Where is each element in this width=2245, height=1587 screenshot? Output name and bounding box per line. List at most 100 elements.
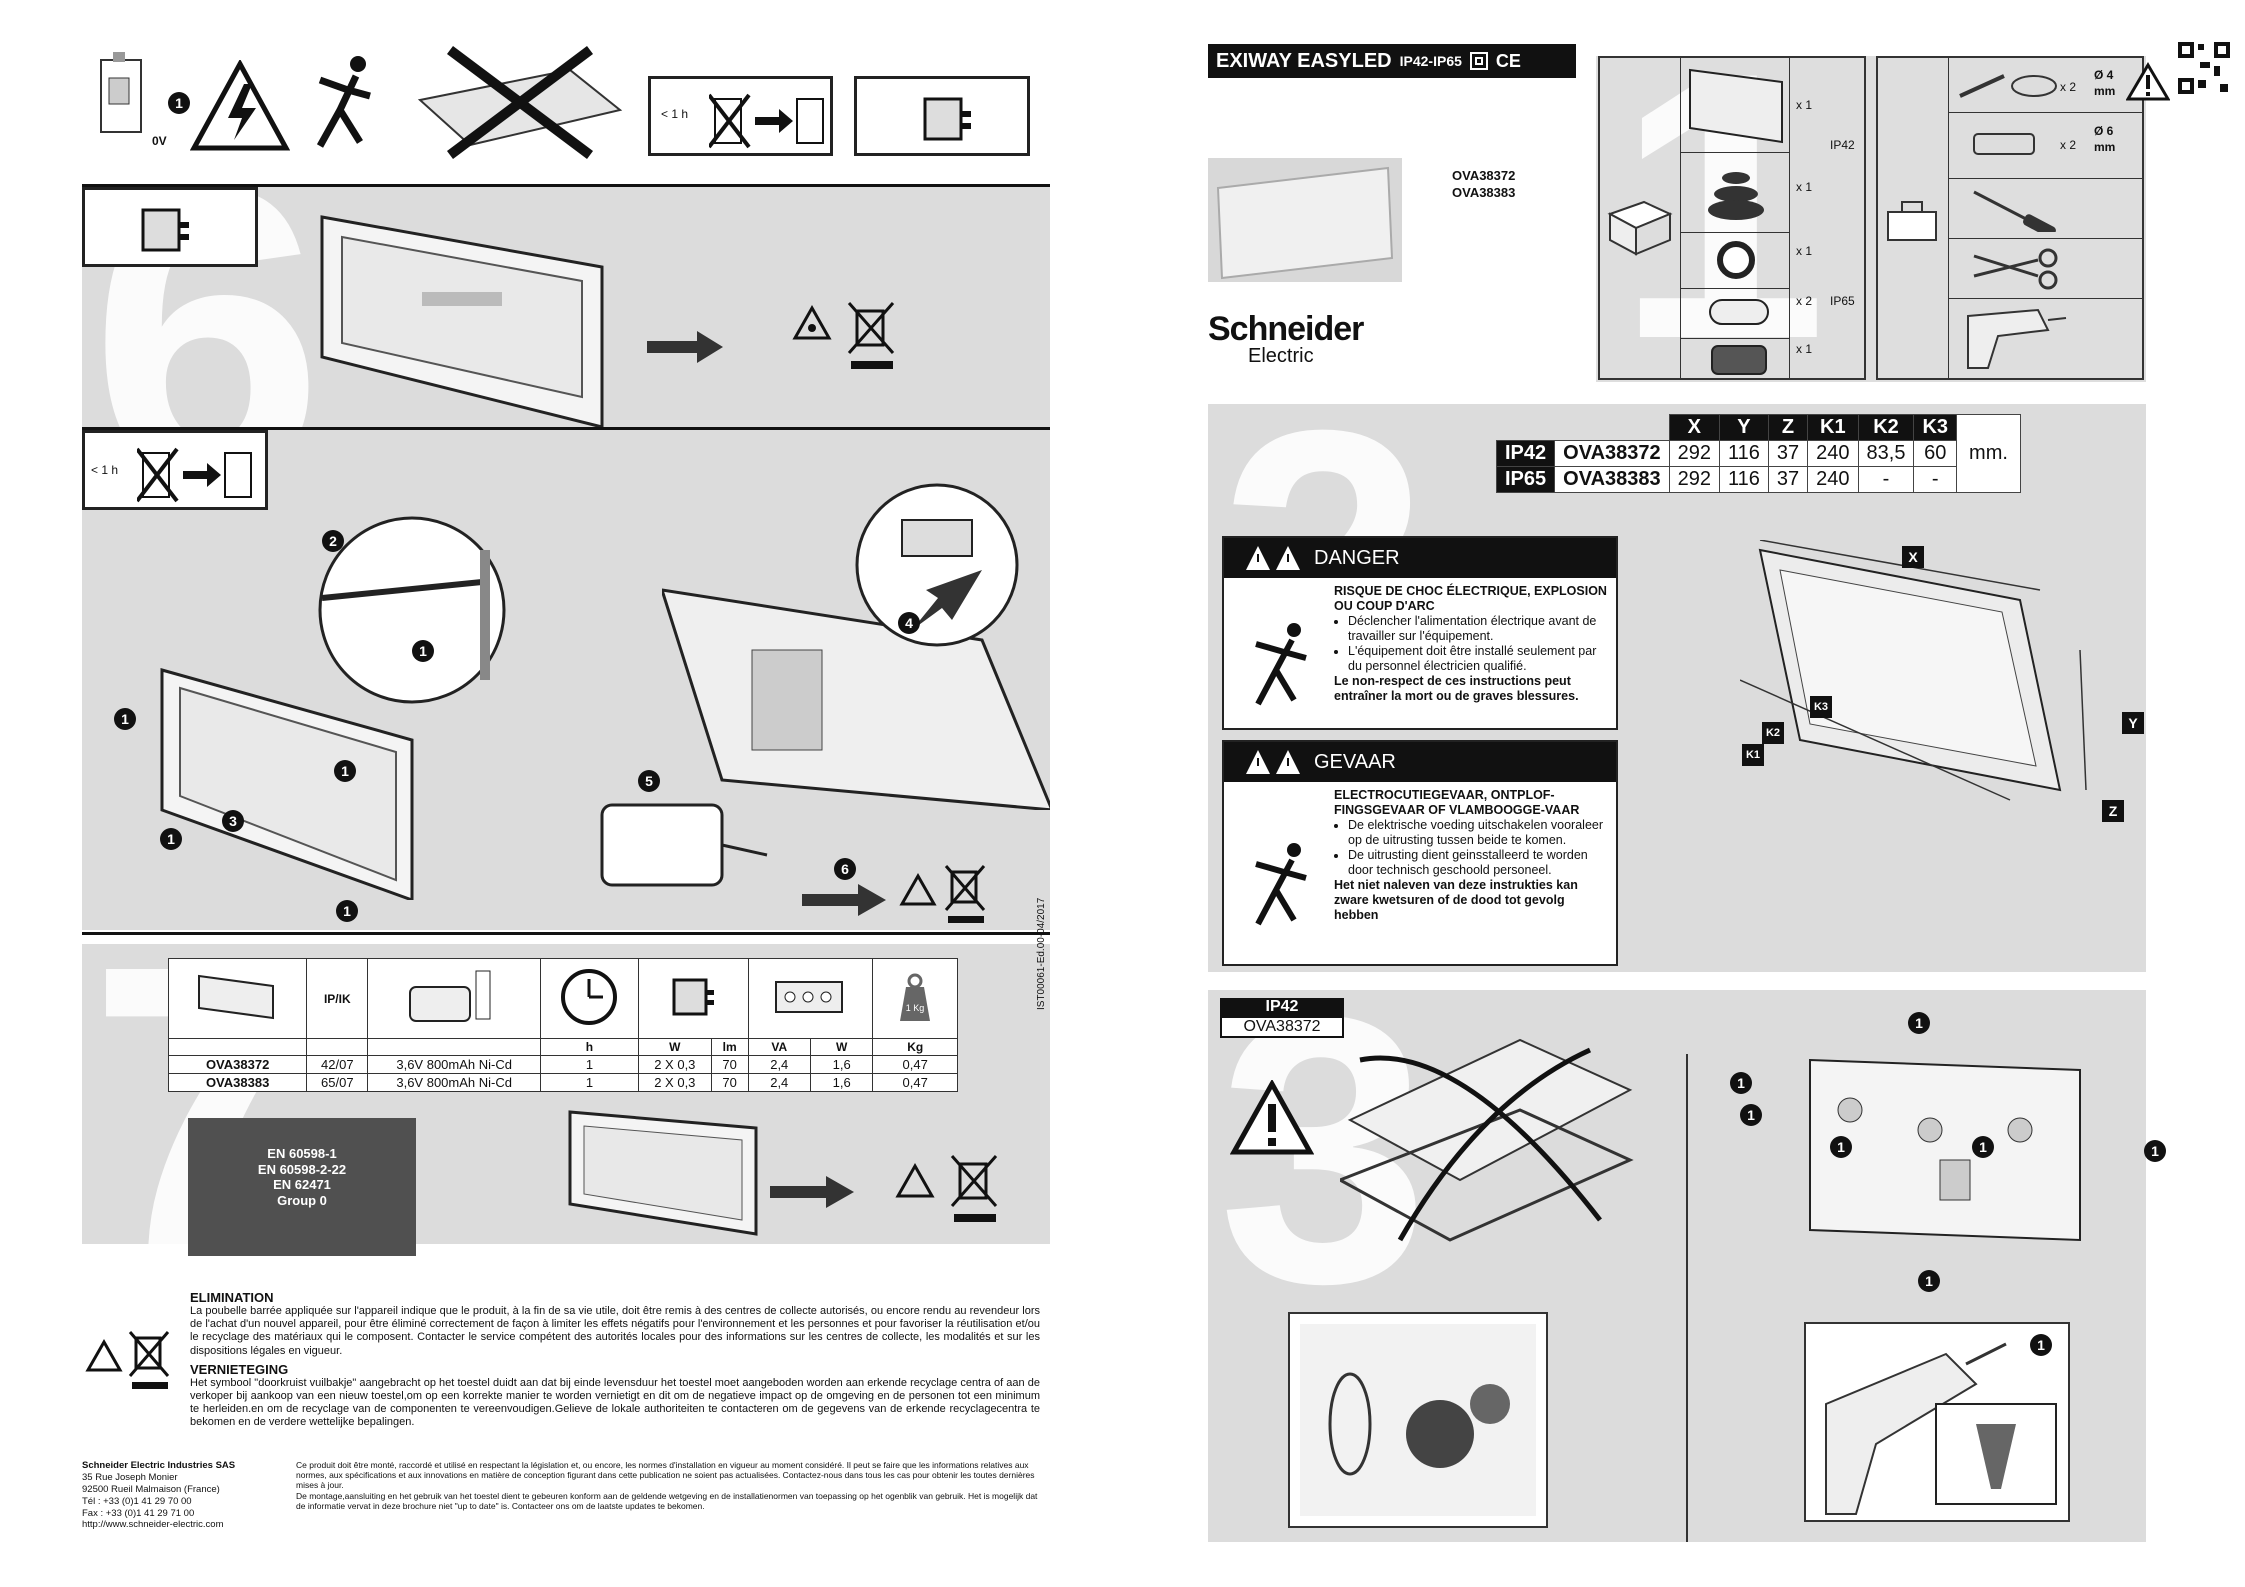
elimination-title-nl: VERNIETEGING xyxy=(190,1361,289,1377)
luminaire-drawing xyxy=(312,197,672,427)
arrow-right-icon-2 xyxy=(802,880,892,920)
no-battery-box-2: < 1 h xyxy=(82,430,268,510)
no-remove-electronics-drawing xyxy=(1336,1020,1640,1250)
crossed-bin-icon-3 xyxy=(950,1150,1000,1230)
step-number-1b: 1 xyxy=(114,708,136,730)
header-ip-ik: IP/IK xyxy=(306,958,369,1039)
unit-label: mm. xyxy=(1956,414,2021,493)
no-battery-box: < 1 h xyxy=(648,76,833,156)
brand-line2: Electric xyxy=(1248,345,1314,367)
warning-triangle-icon-2 xyxy=(1229,1078,1315,1156)
box-icon xyxy=(1607,200,1673,256)
step-number-r1: 1 xyxy=(1908,1012,1930,1034)
cable-gland-icon xyxy=(1711,345,1767,375)
terminal-icon-cell xyxy=(747,958,874,1039)
header-h: h xyxy=(539,1038,639,1056)
grommet-detail-box xyxy=(1288,1312,1548,1528)
wall-plug-icon xyxy=(1973,133,2035,155)
less-than-1h-label: < 1 h xyxy=(661,107,689,121)
voltage-label: 0V xyxy=(152,134,167,148)
side-code: IST00061-Ed.00-04/2017 xyxy=(1036,897,1047,1010)
warning-triangle-icon xyxy=(2125,62,2171,102)
mounting-base-drawing xyxy=(1780,1050,2110,1250)
crossed-bin-icon-4 xyxy=(128,1326,172,1396)
wire-stripper-icon xyxy=(1973,248,2058,290)
dimension-drawing xyxy=(1739,539,2100,830)
step-number-r3: 1 xyxy=(1740,1104,1762,1126)
recycle-icon-4 xyxy=(82,1336,126,1386)
table-row: IP65 OVA38383 292 116 37 240 - - xyxy=(1495,466,2021,493)
step-number-4: 4 xyxy=(898,612,920,634)
step-number-r5: 1 xyxy=(1972,1136,1994,1158)
crossed-bin-icon xyxy=(847,297,897,377)
tools-box: x 2 Ø 4 mm x 2 Ø 6 mm xyxy=(1876,56,2144,380)
product-photo xyxy=(1208,158,1402,282)
step-number-1c: 1 xyxy=(334,760,356,782)
weight-label: 1 Kg xyxy=(906,1003,925,1013)
weight-icon-cell: 1 Kg xyxy=(872,958,958,1039)
product-ip: IP42-IP65 xyxy=(1399,53,1462,69)
brand-line1: Schneider xyxy=(1208,310,1364,348)
recycle-icon-3 xyxy=(890,1160,940,1216)
electrocution-icon xyxy=(300,50,380,150)
seal-ring-icon xyxy=(1717,241,1755,279)
arrow-right-icon-3 xyxy=(770,1172,860,1212)
section-3-model-tag: IP42 OVA38372 xyxy=(1220,998,1344,1038)
step-number-r8: 1 xyxy=(2030,1334,2052,1356)
luminaire-open-drawing xyxy=(152,660,512,903)
dim-x-label: X xyxy=(1902,546,1924,568)
step-number-6: 6 xyxy=(834,858,856,880)
product-header: EXIWAY EASYLED IP42-IP65 CE xyxy=(1208,44,1576,78)
step-number-r4: 1 xyxy=(1830,1136,1852,1158)
dim-k1-label: K1 xyxy=(1742,744,1764,766)
model-list: OVA38372 OVA38383 xyxy=(1452,168,1516,200)
step-number: 1 xyxy=(168,92,190,114)
arrow-right-icon xyxy=(647,327,727,367)
section-6b-panel: < 1 h 2 1 1 1 3 1 1 4 5 6 xyxy=(82,430,1050,930)
header-kg: Kg xyxy=(872,1038,958,1056)
gevaar-triangles-icon xyxy=(1246,750,1300,774)
led-icon-cell xyxy=(637,958,749,1039)
elimination-title-fr: ELIMINATION xyxy=(190,1290,274,1305)
footer-legal: Ce produit doit être monté, raccordé et … xyxy=(296,1460,1038,1511)
step-number-2: 2 xyxy=(322,530,344,552)
table-row: OVA38372 42/07 3,6V 800mAh Ni-Cd 1 2 X 0… xyxy=(167,1055,958,1074)
header-w: W xyxy=(637,1038,712,1056)
no-open-device-icon xyxy=(410,40,630,160)
step-number-5: 5 xyxy=(638,770,660,792)
ip42-label: IP42 xyxy=(1830,138,1855,152)
danger-warning: DANGER RISQUE DE CHOC ÉLECTRIQUE, EXPLOS… xyxy=(1222,536,1618,730)
battery-icon-cell xyxy=(367,958,541,1039)
step-number-r6: 1 xyxy=(2144,1140,2166,1162)
left-page: 1 0V < 1 h 6 < 1 xyxy=(0,0,1120,1587)
danger-triangles-icon xyxy=(1246,546,1300,570)
clock-icon-cell xyxy=(539,958,639,1039)
drill-icon xyxy=(1967,308,2067,369)
connector-detail-drawing xyxy=(852,480,1022,650)
dim-y-label: Y xyxy=(2122,712,2144,734)
toolbox-icon xyxy=(1887,201,1937,241)
standards-flag: EN 60598-1 EN 60598-2-22 EN 62471 Group … xyxy=(188,1118,416,1256)
table-row: IP42 OVA38372 292 116 37 240 83,5 60 xyxy=(1495,440,2021,467)
electrocution-icon-2 xyxy=(1255,623,1307,706)
cap-icon xyxy=(1709,299,1769,325)
step-number-3: 3 xyxy=(222,810,244,832)
footer-address: Schneider Electric Industries SAS 35 Rue… xyxy=(82,1460,236,1531)
luminaire-drawing-2 xyxy=(566,1108,766,1238)
high-voltage-icon xyxy=(189,58,291,152)
luminaire-icon-cell xyxy=(167,958,308,1039)
product-title: EXIWAY EASYLED xyxy=(1216,49,1392,72)
section-6-panel: 6 xyxy=(82,187,1050,427)
recycle-icon xyxy=(787,302,837,362)
breaker-icon xyxy=(95,50,155,140)
screwdriver-icon xyxy=(1973,190,2056,232)
ip65-label: IP65 xyxy=(1830,294,1855,308)
less-than-1h-label-2: < 1 h xyxy=(91,463,119,477)
dimensions-table: X Y Z K1 K2 K3 mm. IP42 OVA38372 292 116… xyxy=(1495,414,2021,493)
led-indicator-box xyxy=(854,76,1030,156)
gevaar-warning: GEVAAR ELECTROCUTIEGEVAAR, ONTPLOF-FINGS… xyxy=(1222,740,1618,966)
table-row: OVA38383 65/07 3,6V 800mAh Ni-Cd 1 2 X 0… xyxy=(167,1073,958,1092)
elimination-text-fr: La poubelle barrée appliquée sur l'appar… xyxy=(190,1305,1040,1357)
grommet-icon xyxy=(1708,172,1764,220)
crossed-bin-icon-2 xyxy=(944,860,988,930)
